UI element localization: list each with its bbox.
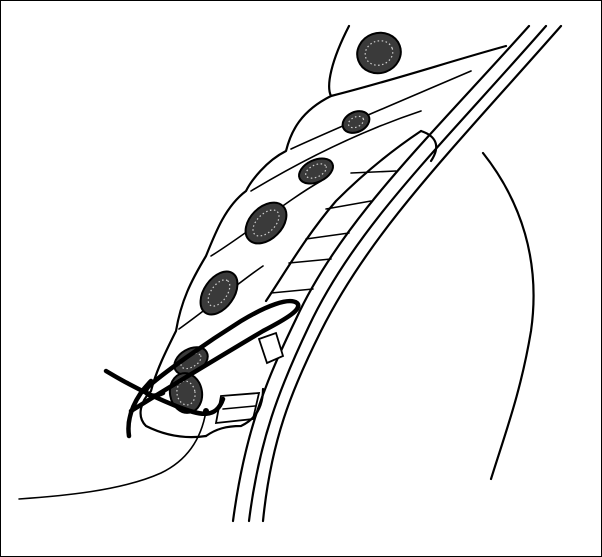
trachea-left-wall: [266, 131, 421, 301]
thread-knot: [203, 408, 209, 414]
band-line-2: [251, 111, 421, 191]
cartilage-ring-1: [351, 171, 396, 173]
vessel-line-inner: [233, 26, 529, 521]
cartilage-ring-3: [306, 233, 349, 239]
bronchus-stub-upper: [259, 333, 283, 363]
cartilage-ring-5: [271, 289, 313, 293]
thread-line: [19, 411, 206, 499]
lymph-node-3: [295, 153, 337, 188]
cartilage-ring-4: [289, 259, 331, 263]
lymph-node-1: [351, 27, 406, 80]
lymph-node-2: [339, 107, 373, 137]
vessel-line-outer: [263, 26, 561, 521]
pleura-outline: [483, 153, 534, 479]
